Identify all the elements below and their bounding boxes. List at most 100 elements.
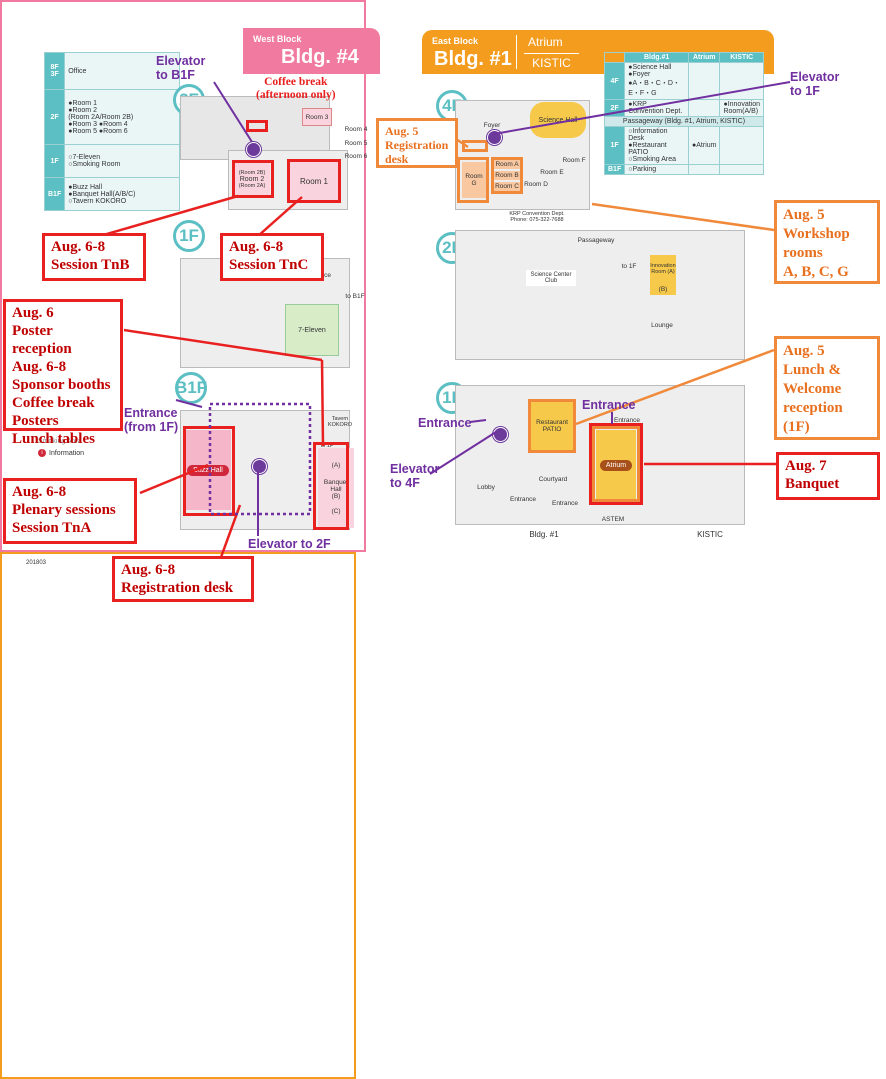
callout-connectors [99,81,791,561]
room5: Room 5 [344,139,368,147]
east-block-panel [0,552,356,1079]
line-elevator-4f [429,431,497,475]
callout-lunch-l1: Lunch & [783,362,841,378]
callout-plenary-l2: Session TnA [12,520,92,536]
room-a: Room A [494,160,520,169]
line-entrance-from-1f [175,399,203,408]
west-floor-room-line: ●Banquet Hall(A/B/C) [68,190,136,198]
elevator-marker-west-b1f [252,459,267,474]
west-floor-room-line: ●Room 5 ●Room 6 [68,127,128,135]
west-floor-badge-1f: 1F [173,220,205,252]
b1f-dotted-route [208,402,312,516]
room3: Room 3 [302,108,332,126]
room4: Room 4 [344,125,368,133]
label-elevator-1f-l0: Elevator [790,70,840,84]
room2-label: Room 2 [239,175,265,183]
callout-session-tnb: Aug. 6-8 Session TnB [42,233,146,281]
astem: ASTEM [601,515,625,523]
west-floor-room-line: ●Room 1 [68,99,97,107]
seven-eleven: 7-Eleven [285,304,339,356]
callout-registration: Aug. 6-8 Registration desk [112,556,254,602]
label-elevator-1f: Elevator to 1F [790,70,839,98]
east-table-cell [719,164,764,175]
west-block-header: West Block Bldg. #4 [243,28,380,74]
passageway: Passageway [577,236,615,244]
buzz-hall-label: Buzz Hall [187,464,229,476]
room-g-highlight [457,157,489,203]
room1: Room 1 [290,162,338,200]
callout-tnc-text: Session TnC [229,257,309,273]
west-floor-room-line: ○Tavern KOKORO [68,197,127,205]
courtyard: Courtyard [538,475,568,483]
line-reg-aug5 [455,137,469,149]
east-2f-to-1f: to 1F [621,262,637,270]
room2-highlight [232,160,274,198]
elevator-marker-west-2f [246,142,261,157]
callout-poster-l4: Coffee break [12,395,95,411]
legend-smoking: Smoking Area [38,438,82,445]
reg-desk-aug5-highlight [462,140,488,152]
callout-tnb-date: Aug. 6-8 [51,239,106,255]
label-entrance-atrium: Entrance [582,398,636,412]
room-e: Room E [540,168,564,176]
callout-tnb-text: Session TnB [51,257,130,273]
banquet-hall-label: Banquet Hall [323,478,349,493]
callout-plenary: Aug. 6-8 Plenary sessions Session TnA [3,478,137,544]
label-coffee-l1: (afternoon only) [256,89,336,101]
callout-banquet-l1: Banquet [785,476,840,492]
callout-session-tnc: Aug. 6-8 Session TnC [220,233,324,281]
callout-reg5-l2: desk [385,152,409,166]
west-legend: Smoking Area i Information [38,438,84,457]
callout-poster-reception: Aug. 6 Poster reception Aug. 6-8 Sponsor… [3,299,123,447]
east-table-row: 4F●Science Hall ●Foyer ●A・B・C・D・ E・F・G [603,62,764,100]
east-table-cell [719,126,764,165]
line-plenary [139,463,209,495]
west-floor-row: B1F●Buzz Hall●Banquet Hall(A/B/C)○Tavern… [43,177,181,211]
west-floor-tag: B1F [43,177,66,211]
line-workshop [591,202,775,232]
west-floor-row: 2F●Room 1●Room 2 (Room 2A/Room 2B)●Room … [43,89,181,145]
banquet-hall-b: (B) [331,492,341,500]
room2: (Room 2B) Room 2 (Room 2A) [234,162,270,196]
atrium-hall: Atrium [596,430,636,500]
west-floor-rooms: ●Buzz Hall●Banquet Hall(A/B/C)○Tavern KO… [64,177,181,211]
callout-reg-l1: Registration desk [121,580,234,596]
label-elevator-b1f: Elevator to B1F [156,54,205,82]
krp-convention: KRP Convention Dept. Phone: 075-322-7688 [506,208,568,226]
line-poster-a [123,328,323,362]
east-floor-tag: B1F [603,164,626,175]
east-entrance-1: Entrance [509,495,537,503]
room-f: Room F [562,156,586,164]
east-entrance-3: Entrance [613,416,641,424]
callout-poster-l0: Aug. 6 [12,305,54,321]
line-entrance-east [469,419,487,423]
innovation-room-a: Innovation Room (A) [650,255,676,283]
east-block-label: East Block [432,36,479,46]
east-kistic-label: KISTIC [697,529,723,539]
east-floor-tag: 1F [603,126,626,165]
line-elevator-1f [493,81,791,135]
room1-highlight [287,159,341,203]
line-poster-b [320,359,325,447]
west-floor-badge-b1f: B1F [175,372,207,404]
west-floor-rooms: ○7-Eleven○Smoking Room [64,144,181,178]
callout-workshop-l0: Aug. 5 [783,207,825,223]
east-bldg-title: Bldg. #1 [434,48,512,70]
room-c: Room C [494,182,520,191]
callout-lunch-l2: Welcome [783,381,842,397]
coffee-break-highlight [246,120,268,132]
east-header-divider [516,35,517,69]
room-b: Room B [494,171,520,180]
label-entrance-b1f-l1: (from 1F) [124,420,179,434]
east-table-cell [688,164,721,175]
label-entrance-b1f-l0: Entrance [124,406,178,420]
label-entrance-east: Entrance [418,416,472,430]
callout-plenary-l0: Aug. 6-8 [12,484,67,500]
east-header-kistic: KISTIC [524,53,579,70]
west-floor-room-line: (Room 2A/Room 2B) [68,113,134,121]
callout-workshop-l1: Workshop [783,226,850,242]
rooms-abc-highlight [491,157,523,194]
callout-reg-l0: Aug. 6-8 [121,562,176,578]
